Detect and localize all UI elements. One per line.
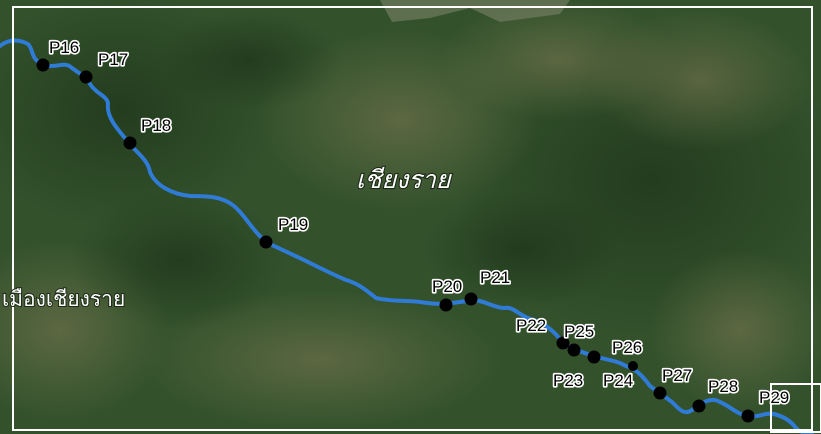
sampling-point-p23[interactable]: P23 (551, 369, 584, 391)
point-marker (653, 386, 667, 400)
point-label: P27 (662, 366, 692, 385)
point-marker (123, 136, 137, 150)
point-marker (628, 361, 638, 371)
province-label: เชียงราย (356, 165, 453, 194)
sampling-point-p22[interactable]: P22 (514, 314, 570, 350)
sampling-point-p29[interactable]: P29 (741, 386, 791, 423)
point-label: P28 (708, 377, 738, 396)
sampling-point-p25[interactable]: P25 (562, 320, 596, 357)
sampling-point-p18[interactable]: P18 (123, 114, 173, 150)
sampling-point-p21[interactable]: P21 (464, 266, 512, 306)
point-label: P16 (49, 38, 79, 57)
point-label: P29 (759, 388, 789, 407)
point-marker (259, 235, 273, 249)
sampling-point-p27[interactable]: P27 (653, 364, 694, 400)
point-label: P20 (432, 277, 462, 296)
sampling-point-p26[interactable]: P26 (587, 336, 644, 364)
sampling-point-p24[interactable]: P24 (601, 361, 638, 392)
point-marker (36, 58, 50, 72)
point-label: P25 (564, 322, 594, 341)
sampling-point-p16[interactable]: P16 (36, 36, 81, 72)
sampling-point-p28[interactable]: P28 (692, 375, 740, 413)
point-label: P22 (516, 316, 546, 335)
point-marker (556, 336, 570, 350)
point-marker (464, 292, 478, 306)
point-marker (741, 409, 755, 423)
point-label: P26 (612, 338, 642, 357)
point-label: P19 (278, 215, 308, 234)
point-marker (692, 399, 706, 413)
point-marker (587, 350, 601, 364)
point-marker (567, 343, 581, 357)
point-label: P18 (141, 116, 171, 135)
point-label: P17 (98, 50, 128, 69)
sampling-point-p20[interactable]: P20 (430, 275, 464, 312)
point-label: P21 (480, 268, 510, 287)
point-label: P24 (603, 371, 633, 390)
point-label: P23 (553, 371, 583, 390)
sampling-points: P16 P17 P18 P19 P20 P21 P22 P25 (36, 36, 791, 423)
sampling-point-p17[interactable]: P17 (79, 48, 130, 84)
district-label: เมืองเชียงราย (2, 287, 125, 311)
map-frame (12, 6, 821, 433)
sampling-point-p19[interactable]: P19 (259, 213, 310, 249)
point-marker (79, 70, 93, 84)
point-marker (439, 298, 453, 312)
